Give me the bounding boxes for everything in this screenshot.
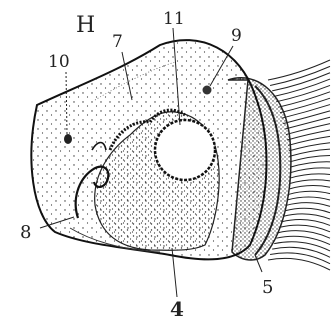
cilium xyxy=(290,174,330,178)
label-7: 7 xyxy=(112,32,123,52)
cilium xyxy=(290,168,330,173)
cilium xyxy=(268,258,330,270)
nucleus xyxy=(155,120,215,180)
cilium xyxy=(289,180,330,184)
cilium xyxy=(286,124,330,135)
label-8: 8 xyxy=(20,222,31,243)
cilium xyxy=(282,220,330,226)
label-4: 4 xyxy=(170,297,184,321)
cilium xyxy=(289,186,330,190)
cilium xyxy=(288,191,330,194)
cilium xyxy=(274,242,330,251)
cilium xyxy=(283,214,330,219)
label-10: 10 xyxy=(48,52,70,72)
label-11: 11 xyxy=(163,9,185,29)
cilium xyxy=(287,197,330,200)
cilium xyxy=(286,203,330,207)
label-9: 9 xyxy=(231,26,242,46)
cilium xyxy=(287,130,330,140)
label-5: 5 xyxy=(262,277,273,298)
cilium xyxy=(276,236,330,244)
cilium xyxy=(290,162,330,168)
cilium xyxy=(274,79,330,96)
cilium xyxy=(285,117,330,129)
panel-letter: H xyxy=(76,13,95,38)
cilium xyxy=(290,155,330,161)
cilium xyxy=(272,247,330,257)
cilium xyxy=(283,111,330,124)
vacuole-9 xyxy=(203,86,212,95)
cilium xyxy=(282,105,330,119)
cilium xyxy=(285,208,330,212)
vacuole-10 xyxy=(64,134,72,144)
